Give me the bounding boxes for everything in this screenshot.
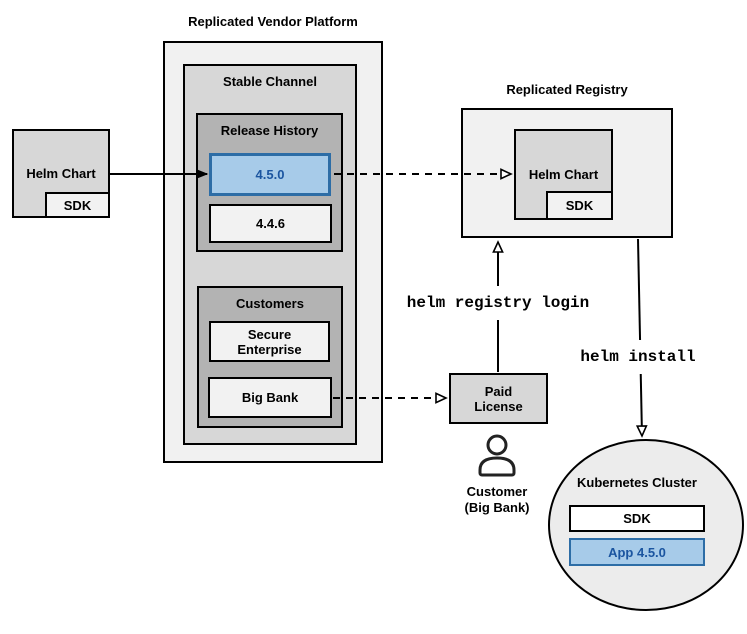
release-450-label: 4.5.0 (255, 167, 285, 182)
helm-chart-source-sdk-box: SDK (45, 192, 110, 218)
paid-license-label: Paid License (474, 383, 523, 414)
arrow-registry-to-cluster (635, 238, 648, 438)
release-446-label: 4.4.6 (256, 216, 285, 231)
paid-license-box: Paid License (449, 373, 548, 424)
registry-sdk-label: SDK (565, 198, 594, 213)
registry-helm-chart-label: Helm Chart (528, 167, 599, 182)
customers-label: Customers (236, 296, 304, 311)
k8s-app-label: App 4.5.0 (608, 544, 666, 560)
customer-label: Customer (Big Bank) (437, 484, 557, 516)
customer-name: Customer (466, 484, 528, 499)
registry-sdk-box: SDK (546, 191, 613, 220)
release-446-box: 4.4.6 (209, 204, 332, 243)
customer-person-icon (478, 434, 516, 477)
release-history-label: Release History (220, 123, 319, 138)
registry-title: Replicated Registry (506, 82, 628, 97)
cmd-helm-registry-login-label: helm registry login (377, 286, 619, 320)
big-bank-label: Big Bank (241, 390, 299, 405)
k8s-app-box: App 4.5.0 (569, 538, 705, 566)
release-450-box: 4.5.0 (209, 153, 331, 196)
k8s-cluster-title: Kubernetes Cluster (577, 475, 697, 490)
secure-enterprise-label: Secure Enterprise (237, 326, 302, 357)
vendor-platform-title: Replicated Vendor Platform (188, 14, 358, 29)
stable-channel-label: Stable Channel (223, 74, 317, 89)
k8s-sdk-label: SDK (623, 511, 651, 526)
cmd-helm-install-label: helm install (527, 340, 747, 374)
big-bank-box: Big Bank (208, 377, 332, 418)
helm-chart-source-label: Helm Chart (26, 166, 96, 181)
secure-enterprise-box: Secure Enterprise (209, 321, 330, 362)
customer-org: (Big Bank) (464, 500, 530, 515)
k8s-sdk-box: SDK (569, 505, 705, 532)
helm-chart-source-sdk-label: SDK (63, 197, 92, 213)
